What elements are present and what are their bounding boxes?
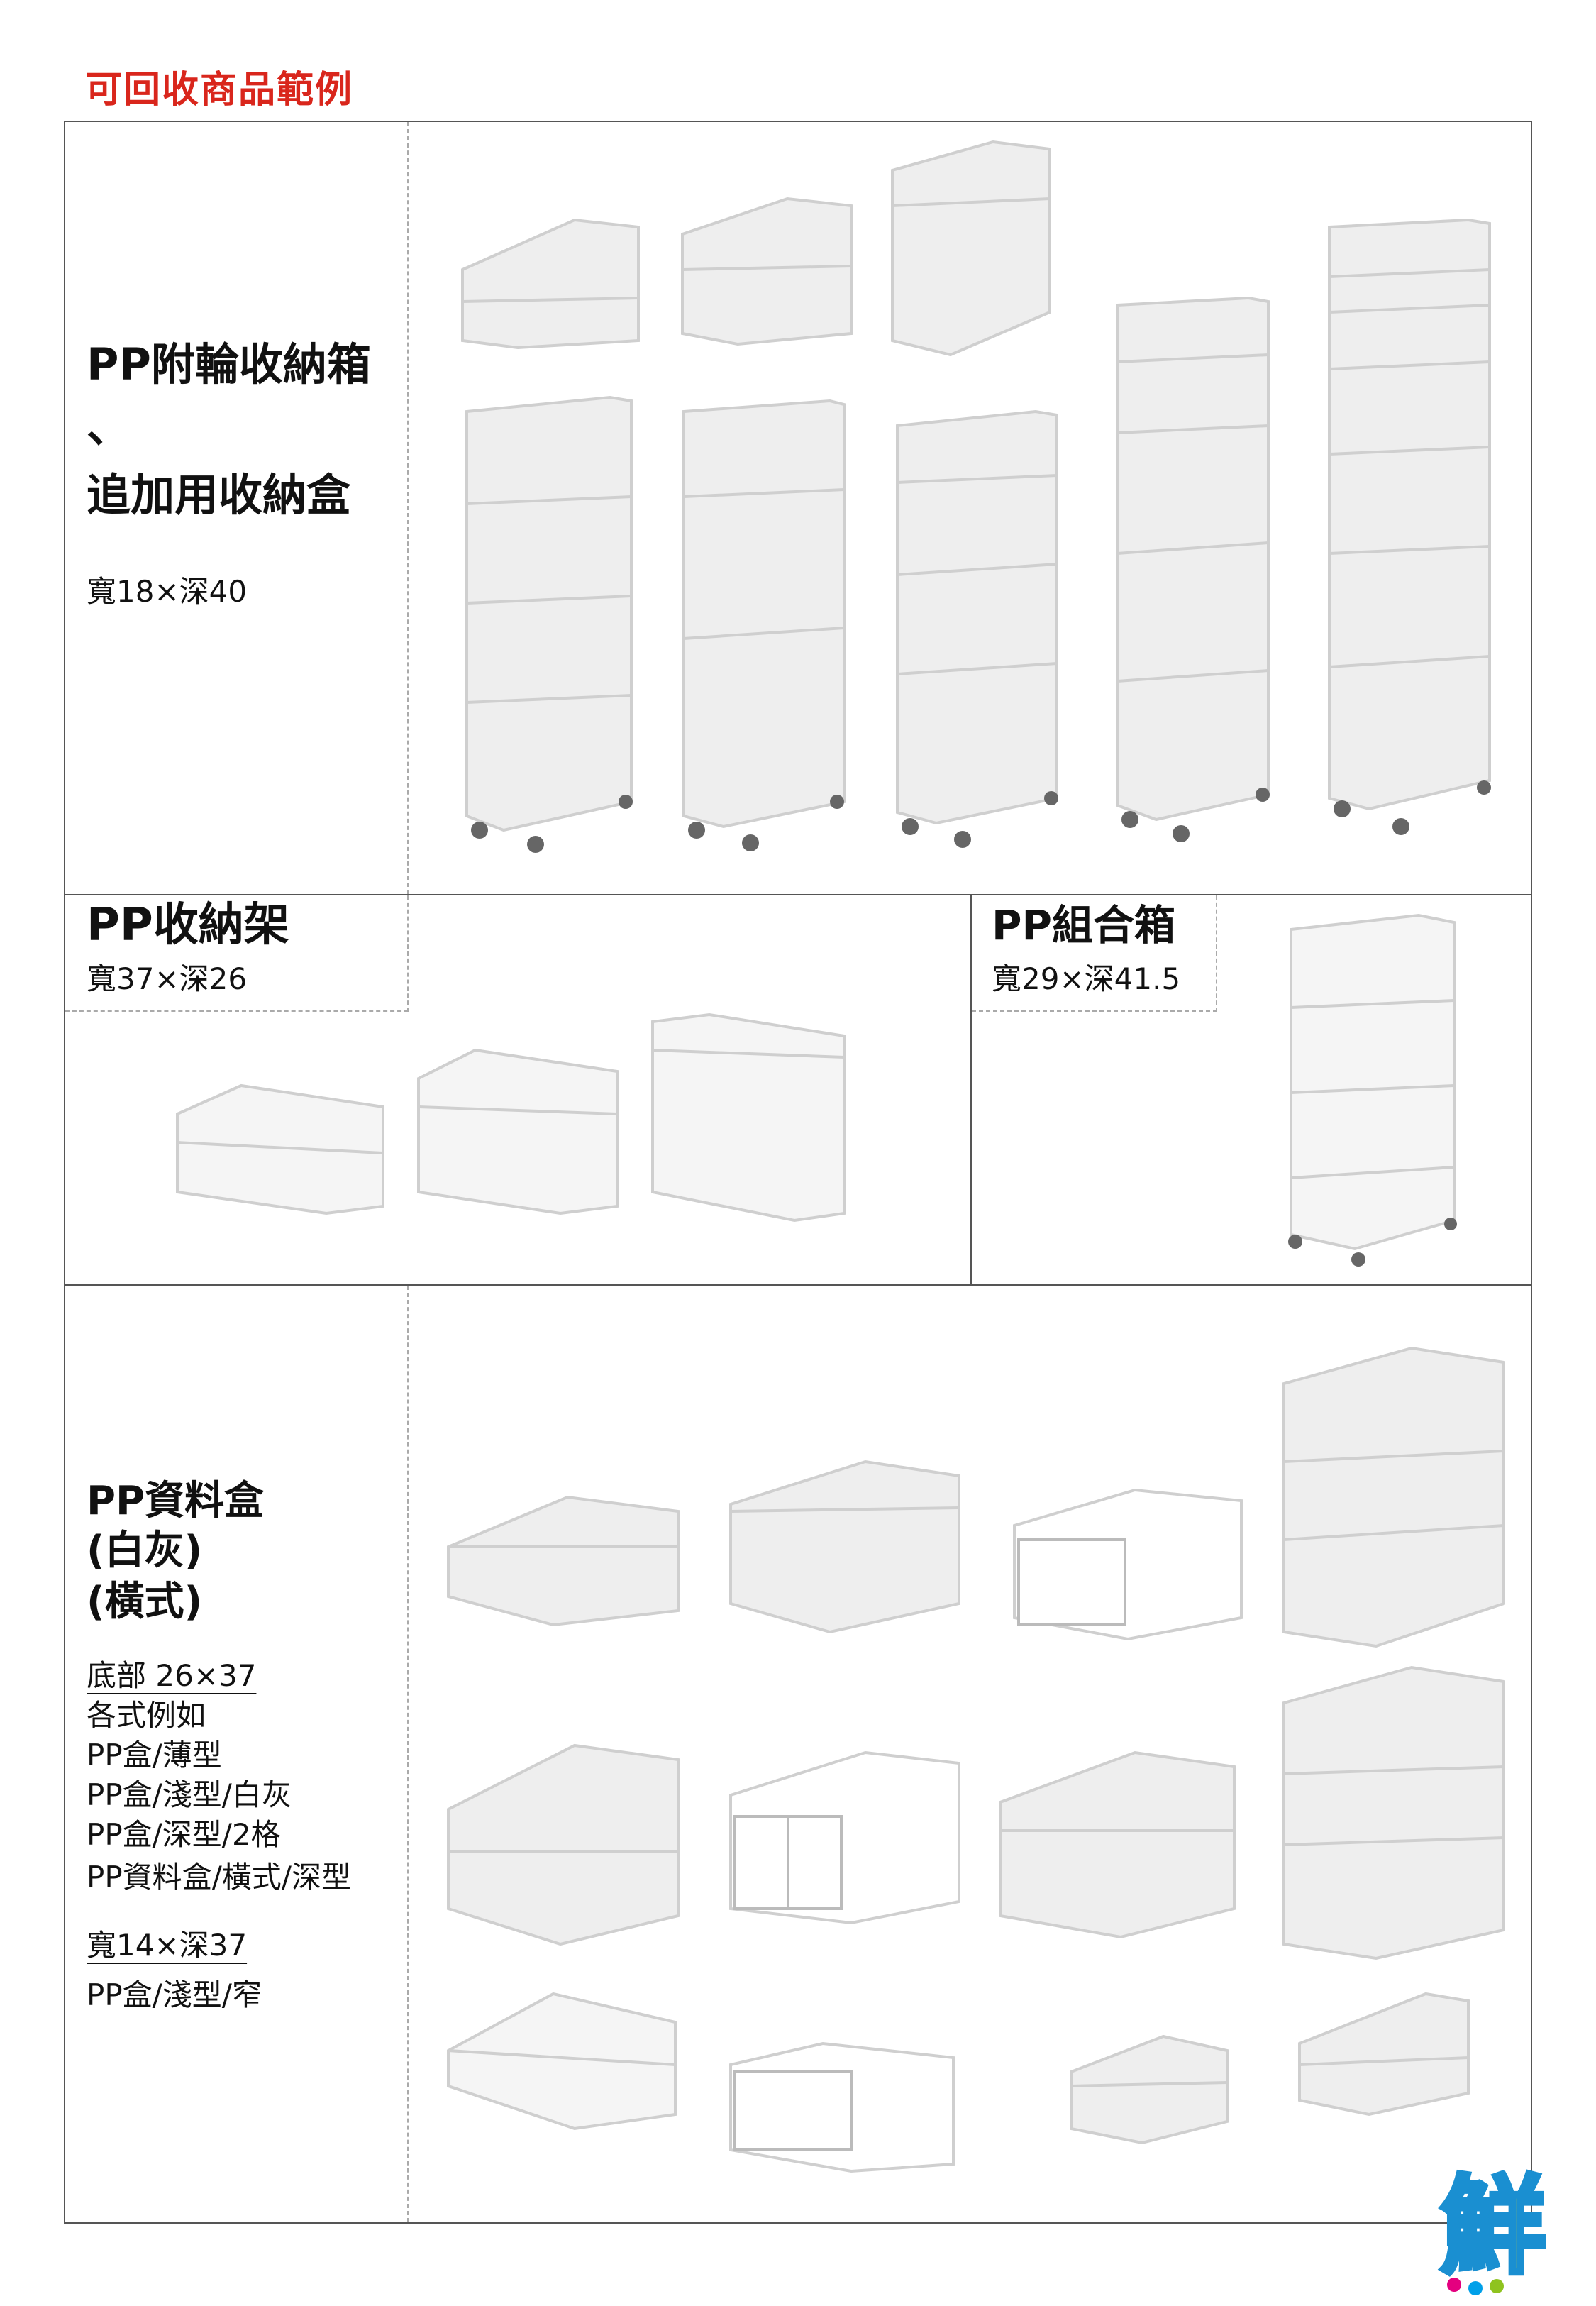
svg-text:鮮: 鮮 — [1440, 2166, 1546, 2289]
combo-box-product — [1288, 913, 1457, 1267]
file-box-example: PP盒/薄型 — [87, 1738, 222, 1772]
drawer-unit-medium — [681, 197, 853, 346]
pp-box-white — [1013, 1488, 1243, 1641]
file-box-narrow-item: PP盒/淺型/窄 — [87, 1977, 262, 2012]
pp-box-narrow — [1070, 2034, 1229, 2145]
storage-rack-title: PP收納架 — [87, 899, 289, 951]
file-box-title-2: (白灰) — [87, 1528, 203, 1574]
wheel-storage-dims: 寬18×深40 — [87, 574, 248, 609]
pp-box-stack-tall — [1282, 1346, 1505, 1648]
pp-box-shallow — [729, 1460, 960, 1634]
pp-box-narrow-deep — [1298, 1992, 1470, 2117]
storage-rack-label-box — [65, 895, 409, 1012]
rack-medium — [417, 1048, 619, 1215]
combo-box-dims: 寬29×深41.5 — [992, 961, 1181, 996]
drawer-unit-deep — [891, 140, 1051, 357]
file-box-example: PP盒/淺型/白灰 — [87, 1777, 292, 1812]
rack-shallow — [176, 1083, 384, 1215]
wheel-storage-title-2: 、 — [87, 401, 131, 453]
pp-box-thin — [447, 1495, 680, 1627]
file-box-title-3: (橫式) — [87, 1579, 203, 1625]
pp-box-deep-2 — [447, 1743, 680, 1946]
storage-rack-products — [176, 1013, 846, 1223]
wheeled-cart-4 — [1116, 296, 1270, 822]
file-box-products — [447, 1346, 1505, 2173]
wheeled-cart-5 — [1328, 218, 1491, 811]
wheel-storage-title-3: 追加用收納盒 — [87, 469, 351, 521]
file-box-example: PP資料盒/橫式/深型 — [87, 1860, 351, 1894]
pp-box-clear — [447, 1992, 677, 2131]
pp-box-white-drawer — [729, 2041, 955, 2173]
section-divider-2 — [407, 1286, 409, 2222]
combo-box-label-box — [972, 895, 1217, 1012]
caster-wheels — [471, 780, 1491, 853]
page-title: 可回收商品範例 — [85, 69, 354, 111]
wheel-storage-title-1: PP附輪收納箱 — [87, 338, 371, 390]
file-box-narrow-label: 寬14×深37 — [87, 1928, 248, 1963]
pp-box-white-2door — [729, 1750, 960, 1925]
section-file-box — [64, 1284, 1532, 2224]
storage-rack-dims: 寬37×深26 — [87, 961, 248, 996]
file-box-title-1: PP資料盒 — [87, 1478, 265, 1524]
section-divider — [407, 122, 409, 894]
drawer-unit-small — [461, 218, 640, 350]
combo-box-title: PP組合箱 — [992, 901, 1176, 949]
pp-box-deep-wide — [999, 1750, 1236, 1939]
wheeled-cart-2 — [682, 399, 846, 829]
rack-tall — [651, 1013, 846, 1223]
file-box-base-label: 底部 26×37 — [87, 1658, 257, 1693]
wheeled-cart-1 — [465, 395, 633, 832]
file-box-example: PP盒/深型/2格 — [87, 1817, 281, 1852]
wheel-storage-products — [461, 140, 1491, 853]
wheeled-cart-3 — [896, 409, 1058, 825]
pp-box-stack-3 — [1282, 1665, 1505, 1960]
combo-casters — [1288, 1218, 1457, 1267]
file-box-examples-intro: 各式例如 — [87, 1698, 206, 1733]
fresh-logo-icon: 鮮 — [1438, 2163, 1548, 2295]
